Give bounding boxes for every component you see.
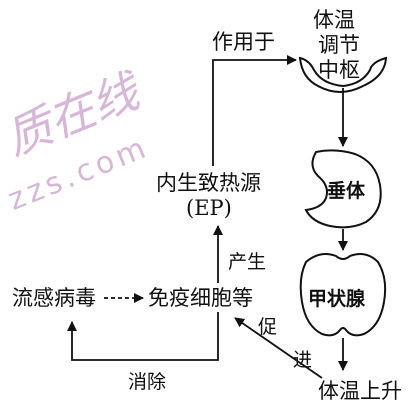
watermark: 质在线 zzs.com: [0, 63, 154, 218]
virus-label: 流感病毒: [12, 286, 96, 310]
edge-promotes-2: 进: [293, 349, 312, 371]
edge-acts-on: 作用于: [212, 30, 275, 54]
center-title: 体温: [313, 8, 355, 32]
center-line2: 调节: [318, 33, 360, 57]
edge-eliminates: 消除: [128, 371, 166, 393]
immune-label: 免疫细胞等: [148, 286, 253, 310]
arrow-immune-eliminates-virus: [67, 312, 219, 361]
pyrogen-abbrev: (EP): [186, 196, 232, 220]
thyroid-shape: [299, 253, 387, 337]
pyrogen-label: 内生致热源: [156, 171, 261, 195]
arrow-pyrogen-to-center: [212, 55, 297, 166]
thyroid-label: 甲状腺: [308, 287, 366, 310]
edge-promotes-1: 促: [258, 316, 277, 338]
center-line3: 中枢: [318, 58, 360, 82]
pituitary-shape: [304, 149, 382, 229]
center-shape: [298, 56, 388, 93]
pituitary-label: 垂体: [327, 179, 366, 202]
arrow-result-to-immune: [234, 317, 323, 379]
result-label: 体温上升: [318, 379, 402, 403]
edge-produces: 产生: [228, 251, 266, 273]
